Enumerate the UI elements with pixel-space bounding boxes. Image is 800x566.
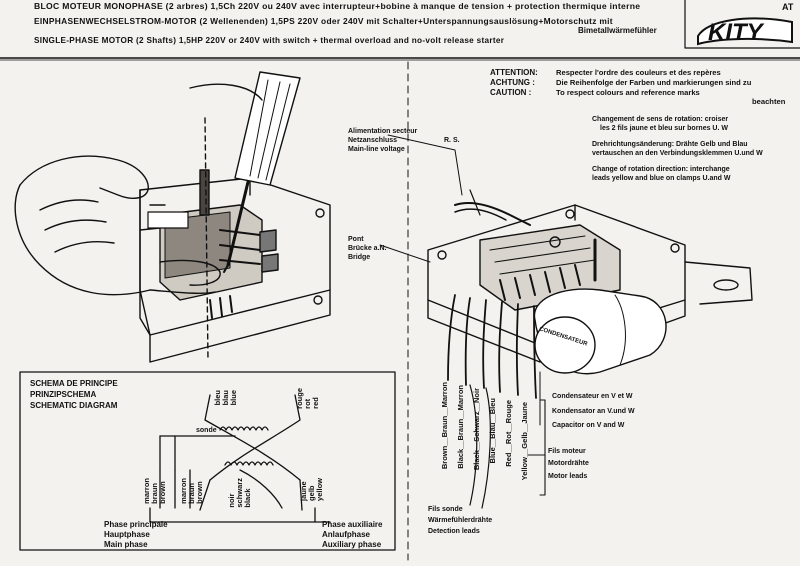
- schema-bleu: bleu blau blue: [213, 390, 238, 406]
- schema-marron-1: marron braun brown: [142, 478, 167, 504]
- fils-moteur-en: Motor leads: [548, 473, 588, 480]
- schema-title-en: SCHEMATIC DIAGRAM: [30, 401, 118, 410]
- kity-logo: KITY AT: [688, 0, 800, 48]
- wire-label-black: Black__Schwarz__Noir: [472, 388, 481, 471]
- left-motor-block: [139, 169, 331, 363]
- schema-sonde: sonde: [196, 427, 217, 434]
- caution-text: To respect colours and reference marks: [556, 88, 700, 97]
- svg-text:AT: AT: [782, 2, 794, 12]
- rotation-en-1: Change of rotation direction: interchang…: [592, 166, 730, 173]
- beachten-text: beachten: [752, 97, 786, 106]
- caution-label: CAUTION :: [490, 88, 532, 97]
- attention-text: Respecter l'ordre des couleurs et des re…: [556, 68, 721, 77]
- wire-label-yellow: Yellow__Gelb__Jaune: [520, 402, 529, 481]
- right-motor-block: [427, 189, 753, 509]
- header-line-fr: BLOC MOTEUR MONOPHASE (2 arbres) 1,5Ch 2…: [34, 1, 641, 11]
- alimentation-fr: Alimentation secteur: [348, 128, 418, 135]
- phase-auxiliaire-fr: Phase auxiliaire: [322, 520, 383, 529]
- pont-en: Bridge: [348, 254, 371, 261]
- rotation-de-1: Drehrichtungsänderung: Drähte Gelb und B…: [592, 141, 748, 148]
- wire-label-red: Red__Rot__Rouge: [504, 400, 513, 467]
- pont-fr: Pont: [348, 236, 364, 243]
- fils-sonde-fr: Fils sonde: [428, 506, 463, 513]
- phase-principale-en: Main phase: [104, 540, 148, 549]
- fils-sonde-en: Detection leads: [428, 528, 480, 535]
- svg-text:KITY: KITY: [708, 19, 765, 46]
- schematic-wiring: [149, 394, 331, 523]
- wire-label-brown-1: Brown__Braun__Marron: [440, 382, 449, 470]
- phase-auxiliaire-de: Anlaufphase: [322, 530, 371, 539]
- schema-jaune: jaune gelb yellow: [299, 478, 324, 501]
- schema-title-fr: SCHEMA DE PRINCIPE: [30, 379, 118, 388]
- condensateur-en: Capacitor on V and W: [552, 422, 625, 429]
- fils-moteur-fr: Fils moteur: [548, 448, 586, 455]
- kity-logo-mark: KITY AT: [697, 2, 794, 46]
- alimentation-rs: R. S.: [444, 137, 460, 144]
- fils-sonde-de: Wärmefühlerdrähte: [428, 517, 493, 524]
- alimentation-en: Main-line voltage: [348, 146, 405, 153]
- achtung-label: ACHTUNG :: [490, 78, 535, 87]
- achtung-text: Die Reihenfolge der Farben und markierun…: [556, 78, 752, 87]
- pont-de: Brücke a.N.: [348, 245, 387, 252]
- wire-label-brown-2: Black__Braun__Marron: [456, 385, 465, 469]
- rotation-fr-2: les 2 fils jaune et bleu sur bornes U. W: [600, 125, 728, 132]
- condensateur-fr: Condensateur en V et W: [552, 393, 633, 400]
- phase-principale-fr: Phase principale: [104, 520, 168, 529]
- fils-moteur-de: Motordrähte: [548, 460, 589, 467]
- attention-label: ATTENTION:: [490, 68, 538, 77]
- rotation-en-2: leads yellow and blue on clamps U.and W: [592, 175, 731, 182]
- phase-auxiliaire-en: Auxiliary phase: [322, 540, 382, 549]
- schema-noir: noir schwarz black: [227, 478, 252, 508]
- rotation-fr-1: Changement de sens de rotation: croiser: [592, 116, 729, 123]
- wire-label-blue: Blue__Blau__Bleu: [488, 398, 497, 464]
- rotation-de-2: vertauschen an den Verbindungsklemmen U.…: [592, 150, 763, 157]
- header-line-de: EINPHASENWECHSELSTROM-MOTOR (2 Wellenend…: [34, 16, 613, 26]
- schema-rouge: rouge rot red: [295, 388, 320, 409]
- alimentation-de: Netzanschluss: [348, 137, 398, 144]
- schema-title-de: PRINZIPSCHEMA: [30, 390, 97, 399]
- condensateur-de: Kondensator an V.und W: [552, 408, 635, 415]
- screwdriver-illustration: [223, 71, 301, 273]
- hand-illustration: [14, 155, 221, 296]
- phase-principale-de: Hauptphase: [104, 530, 150, 539]
- header-line-en: SINGLE-PHASE MOTOR (2 Shafts) 1,5HP 220V…: [34, 36, 505, 45]
- schema-marron-2: marron braun brown: [179, 478, 204, 504]
- header-line-de-2: Bimetallwärmefühler: [578, 26, 657, 35]
